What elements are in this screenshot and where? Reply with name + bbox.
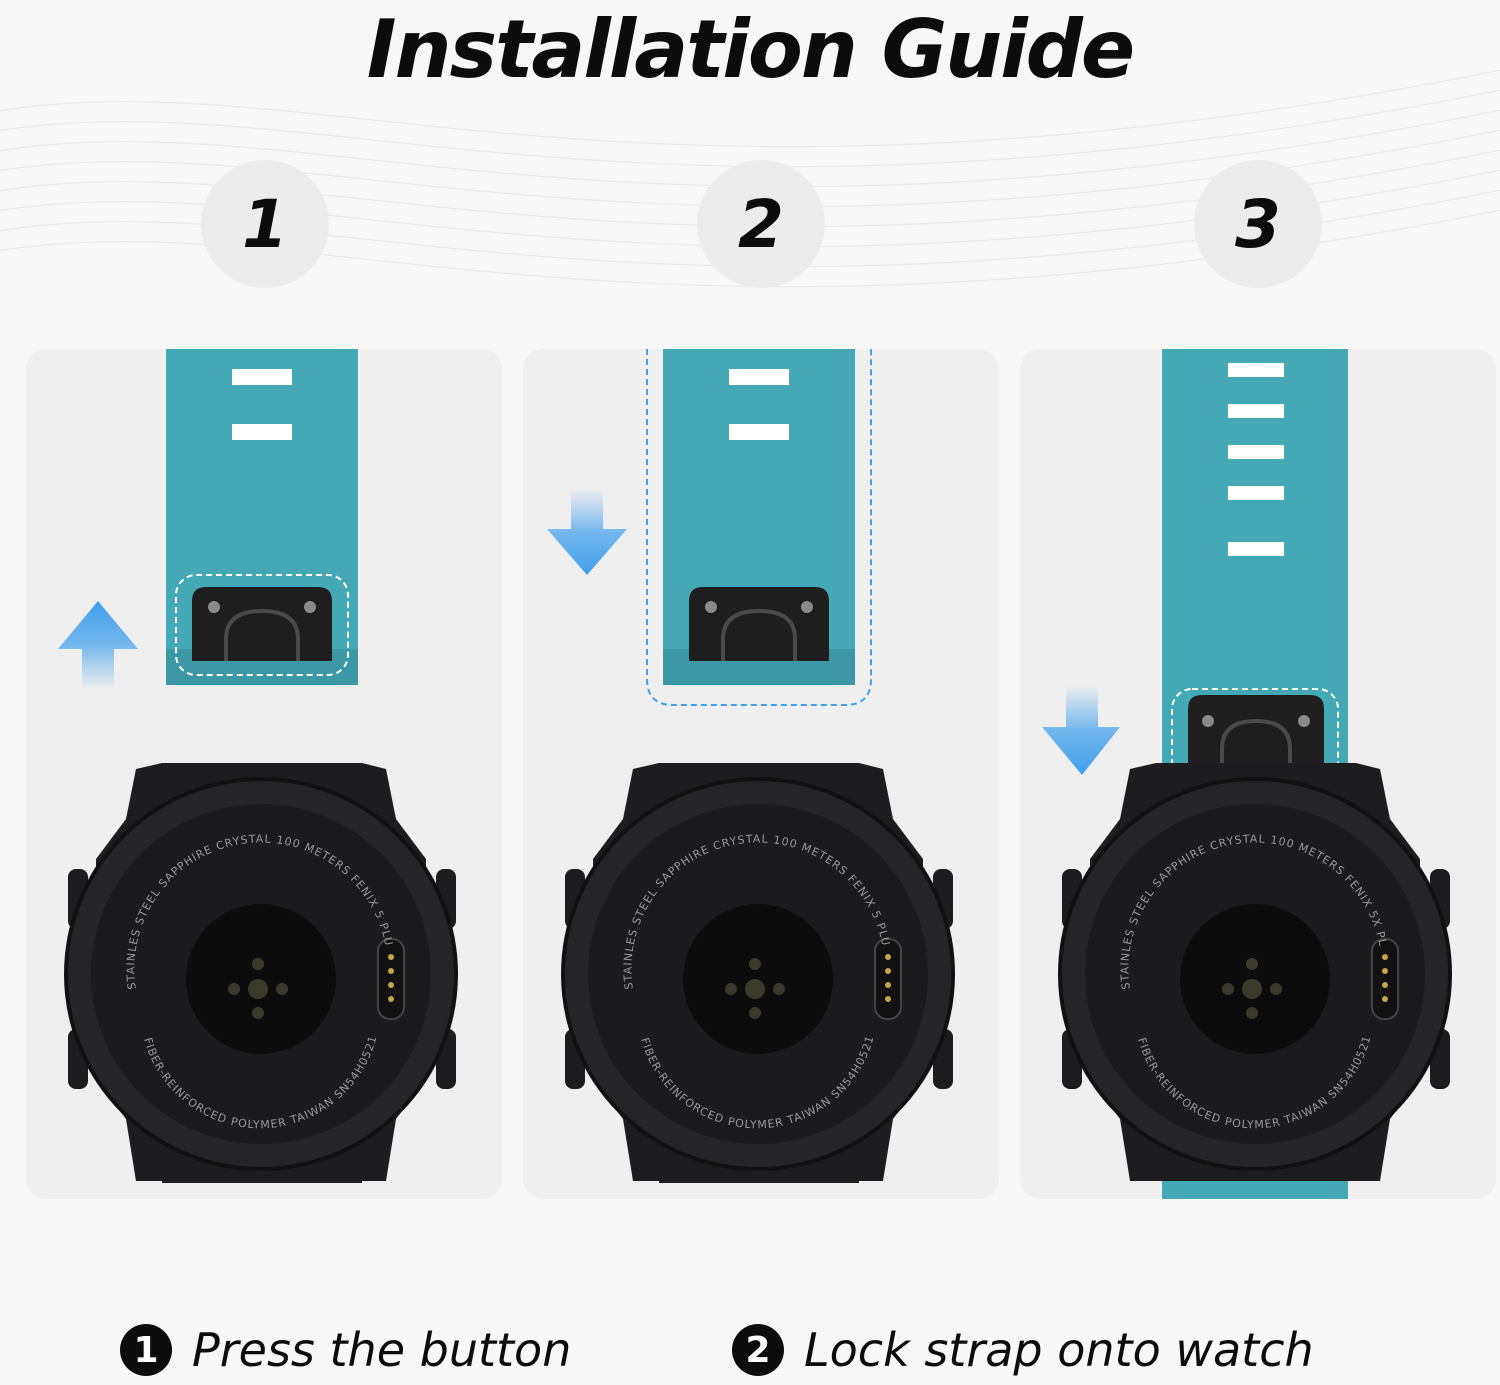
arrow-down-icon — [1042, 685, 1120, 775]
caption-step-1: 1 Press the button — [120, 1315, 571, 1385]
step-1-panel: STAINLES STEEL SAPPHIRE CRYSTAL 100 METE… — [26, 349, 502, 1199]
caption-text-2: Lock strap onto watch — [804, 1323, 1314, 1377]
step-number-2: 2 — [697, 160, 825, 288]
arrow-up-icon — [58, 601, 138, 689]
arrow-down-icon — [547, 489, 627, 575]
step-number-1: 1 — [201, 160, 329, 288]
background-swirl — [0, 69, 1500, 288]
quick-release-button — [175, 574, 349, 676]
step-2-panel: STAINLES STEEL SAPPHIRE CRYSTAL 100 METE… — [523, 349, 999, 1199]
caption-number-2: 2 — [732, 1324, 784, 1376]
step-3-panel: STAINLES STEEL SAPPHIRE CRYSTAL 100 METE… — [1020, 349, 1496, 1199]
page-title: Installation Guide — [366, 3, 1135, 96]
quick-release-button — [689, 587, 829, 661]
caption-text-1: Press the button — [192, 1323, 572, 1377]
caption-number-1: 1 — [120, 1324, 172, 1376]
step-number-3: 3 — [1194, 160, 1322, 288]
caption-step-2: 2 Lock strap onto watch — [732, 1315, 1314, 1385]
